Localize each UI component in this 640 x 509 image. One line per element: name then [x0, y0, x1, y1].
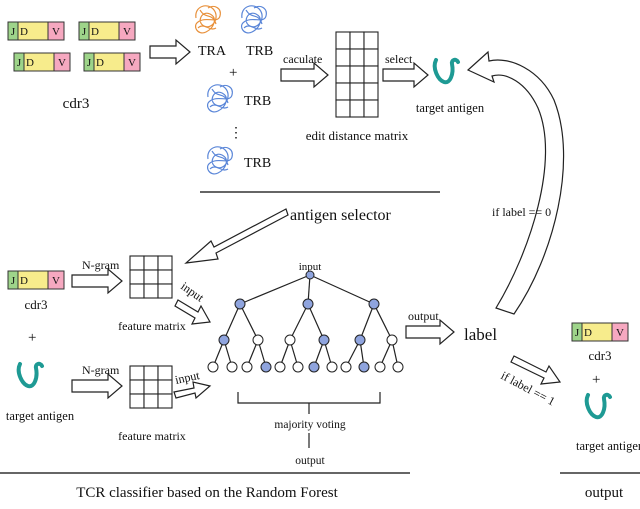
antigen-selector-title: antigen selector — [290, 207, 392, 224]
output-plus-sign: + — [592, 372, 600, 388]
forest-output-label: output — [295, 455, 325, 467]
ngram-label-bottom: N-gram — [82, 363, 120, 377]
edit-distance-matrix — [335, 31, 379, 118]
matrix-input-arrow-bottom — [173, 381, 212, 400]
chain-plus-sign: + — [229, 65, 237, 81]
target-antigen-icon — [432, 57, 460, 85]
selector-to-classifier-arrow — [184, 208, 289, 264]
output-cdr3-label: cdr3 — [588, 348, 611, 363]
feature-matrix-bottom — [129, 365, 173, 409]
random-forest-trees — [207, 270, 404, 373]
classifier-output-label: output — [408, 309, 439, 323]
target-antigen-icon — [584, 392, 612, 420]
ngram-arrow-bottom — [71, 372, 123, 400]
output-title: output — [585, 485, 624, 501]
trb-chain-icon — [206, 84, 233, 113]
cdr3-sequence-box — [13, 52, 71, 72]
classifier-antigen-label: target antigen — [6, 409, 75, 423]
more-chains-ellipsis: ⋮ — [229, 126, 243, 141]
cdr3-sequence-box — [7, 270, 65, 290]
forest-input-label: input — [299, 261, 322, 273]
majority-voting-label: majority voting — [274, 419, 345, 431]
ngram-arrow-top — [71, 267, 123, 295]
classifier-plus-sign: + — [28, 330, 36, 346]
classifier-title: TCR classifier based on the Random Fores… — [76, 485, 338, 501]
top-cdr3-label: cdr3 — [63, 96, 90, 112]
select-arrow — [382, 61, 429, 89]
target-antigen-icon — [16, 361, 44, 389]
trb-chain-icon — [240, 5, 267, 34]
cdr3-sequence-box — [78, 21, 136, 41]
feedback-condition-label: if label == 0 — [492, 205, 551, 219]
majority-vote-bracket — [237, 392, 381, 414]
cdr3-sequence-box — [7, 21, 65, 41]
matrix-input-arrow-top — [174, 299, 211, 325]
label-text: label — [464, 325, 497, 344]
label-one-arrow — [510, 355, 562, 385]
classifier-cdr3-label: cdr3 — [24, 297, 47, 312]
tra-label: TRA — [198, 44, 227, 59]
feature-matrix-label-bottom: feature matrix — [118, 429, 186, 443]
output-antigen-label: target antigen — [576, 439, 640, 453]
selected-antigen-label: target antigen — [416, 101, 485, 115]
trb-chain-icon — [206, 146, 233, 175]
trb-label: TRB — [244, 156, 271, 171]
caculate-label: caculate — [283, 52, 322, 66]
cdr3-sequence-box — [83, 52, 141, 72]
ngram-label-top: N-gram — [82, 258, 120, 272]
feedback-loop-arrow — [466, 50, 565, 315]
trb-label: TRB — [246, 44, 273, 59]
select-label: select — [385, 52, 413, 66]
tra-chain-icon — [194, 5, 221, 34]
cdr3-sequence-box — [571, 322, 629, 342]
caculate-arrow — [280, 61, 329, 89]
to-chains-arrow — [149, 38, 191, 66]
trb-label: TRB — [244, 94, 271, 109]
feature-matrix-top — [129, 255, 173, 299]
classifier-output-arrow — [405, 318, 455, 346]
matrix-input-label-top: input — [178, 279, 207, 305]
feature-matrix-label-top: feature matrix — [118, 319, 186, 333]
edit-distance-matrix-label: edit distance matrix — [306, 128, 409, 143]
